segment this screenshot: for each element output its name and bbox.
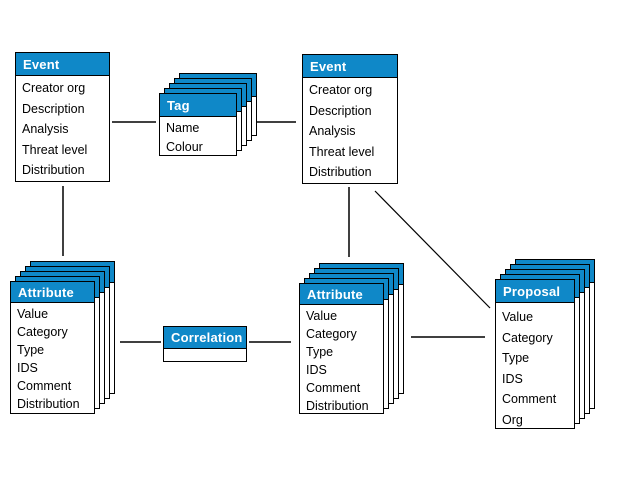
- entity-attribute-middle-stack: Attribute Value Category Type IDS Commen…: [299, 263, 404, 414]
- entity-proposal-title: Proposal: [496, 280, 574, 303]
- entity-attribute-left-fields: Value Category Type IDS Comment Distribu…: [11, 303, 94, 413]
- field-row: Analysis: [22, 122, 69, 136]
- field-row: Creator org: [309, 83, 373, 97]
- entity-attribute-left-stack: Attribute Value Category Type IDS Commen…: [10, 261, 115, 414]
- field-row: Analysis: [309, 124, 356, 138]
- entity-correlation-title: Correlation: [164, 327, 246, 349]
- connector-eventright-proposal: [374, 190, 491, 309]
- field-row: Value: [502, 310, 534, 324]
- field-row: Value: [306, 309, 338, 323]
- entity-attribute-middle: Attribute Value Category Type IDS Commen…: [299, 283, 384, 414]
- entity-tag-stack: Tag Name Colour: [159, 73, 257, 156]
- field-row: Comment: [306, 381, 361, 395]
- entity-event-left: Event Creator org Description Analysis T…: [15, 52, 110, 182]
- entity-tag: Tag Name Colour: [159, 93, 237, 156]
- field-row: Distribution: [309, 165, 372, 179]
- field-row: Type: [306, 345, 334, 359]
- field-row: Creator org: [22, 81, 86, 95]
- field-row: Distribution: [17, 397, 80, 411]
- entity-proposal-stack: Proposal Value Category Type IDS Comment…: [495, 259, 595, 429]
- entity-correlation: Correlation: [163, 326, 247, 362]
- field-row: IDS: [17, 361, 38, 375]
- entity-event-left-title: Event: [16, 53, 109, 76]
- field-row: IDS: [502, 371, 523, 386]
- field-row: Name: [166, 121, 200, 135]
- field-row: Org: [502, 412, 523, 427]
- field-row: Value: [17, 307, 49, 321]
- entity-attribute-middle-fields: Value Category Type IDS Comment Distribu…: [300, 305, 383, 415]
- field-row: Category: [306, 327, 357, 341]
- field-row: Comment: [17, 379, 72, 393]
- field-row: Description: [22, 101, 85, 116]
- field-row: IDS: [306, 363, 327, 377]
- field-row: Category: [502, 330, 553, 345]
- entity-event-right-title: Event: [303, 55, 397, 78]
- field-row: Distribution: [306, 399, 369, 413]
- field-row: Colour: [166, 140, 203, 154]
- entity-event-left-fields: Creator org Description Analysis Threat …: [16, 76, 109, 181]
- field-row: Threat level: [22, 142, 88, 157]
- entity-proposal-fields: Value Category Type IDS Comment Org: [496, 303, 574, 430]
- field-row: Description: [309, 103, 372, 118]
- entity-tag-title: Tag: [160, 94, 236, 117]
- field-row: Type: [502, 351, 530, 365]
- field-row: Category: [17, 325, 68, 339]
- field-row: Comment: [502, 392, 557, 406]
- entity-attribute-left-title: Attribute: [11, 282, 94, 303]
- field-row: Distribution: [22, 163, 85, 177]
- entity-attribute-left: Attribute Value Category Type IDS Commen…: [10, 281, 95, 414]
- entity-event-right-fields: Creator org Description Analysis Threat …: [303, 78, 397, 183]
- field-row: Type: [17, 343, 45, 357]
- entity-attribute-middle-title: Attribute: [300, 284, 383, 305]
- entity-tag-fields: Name Colour: [160, 117, 236, 157]
- entity-proposal: Proposal Value Category Type IDS Comment…: [495, 279, 575, 429]
- entity-event-right: Event Creator org Description Analysis T…: [302, 54, 398, 184]
- field-row: Threat level: [309, 144, 375, 159]
